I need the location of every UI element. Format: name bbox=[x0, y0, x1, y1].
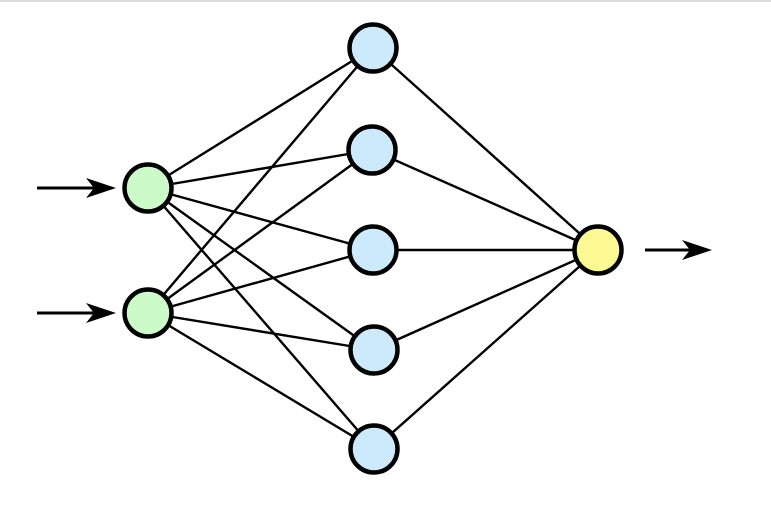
input-arrow-1-head bbox=[86, 178, 116, 198]
output-layer-node-o1 bbox=[572, 224, 624, 276]
edge-h5-o1 bbox=[373, 249, 599, 450]
edge-h4-o1 bbox=[373, 248, 599, 352]
input-arrow-2-head bbox=[86, 303, 116, 323]
edge-i2-h4 bbox=[147, 311, 375, 352]
input-layer-node-i2 bbox=[122, 287, 174, 339]
edge-i2-h3 bbox=[147, 248, 374, 315]
edge-i2-h1 bbox=[147, 47, 374, 314]
edge-h1-o1 bbox=[372, 47, 599, 251]
hidden-layer-node-h3 bbox=[347, 224, 399, 276]
edge-i1-h1 bbox=[147, 46, 374, 190]
hidden-layer-node-h1 bbox=[347, 22, 399, 74]
edge-i1-h3 bbox=[147, 186, 374, 252]
nodes-group bbox=[122, 22, 624, 475]
edge-i2-h2 bbox=[147, 149, 373, 314]
edge-i1-h4 bbox=[147, 187, 375, 351]
edges-group bbox=[147, 46, 599, 451]
hidden-layer-node-h5 bbox=[348, 423, 400, 475]
output-arrow-head bbox=[682, 240, 712, 260]
input-layer-node-i1 bbox=[122, 162, 174, 214]
arrows-group bbox=[37, 178, 712, 323]
edge-i1-h5 bbox=[147, 187, 375, 450]
hidden-layer-node-h2 bbox=[346, 124, 398, 176]
edge-i1-h2 bbox=[147, 148, 373, 190]
edge-i2-h5 bbox=[147, 311, 375, 451]
hidden-layer-node-h4 bbox=[348, 324, 400, 376]
top-border-line bbox=[0, 0, 771, 2]
edge-h2-o1 bbox=[371, 148, 599, 252]
